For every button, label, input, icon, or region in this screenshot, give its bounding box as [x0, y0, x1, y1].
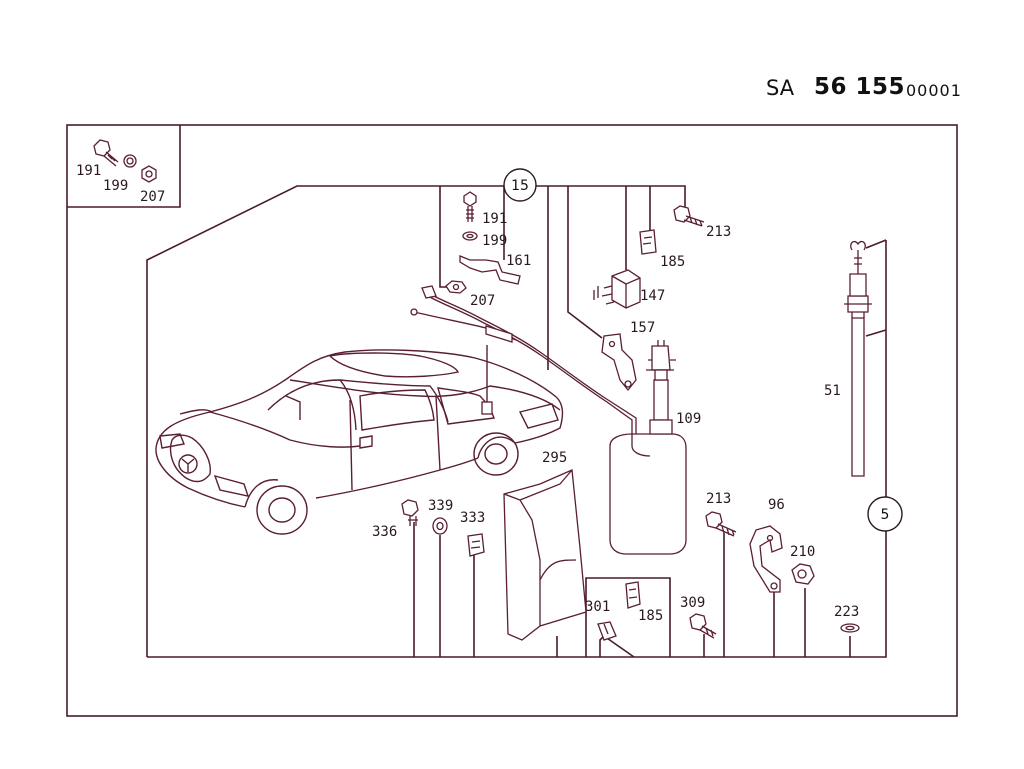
cover-295	[503, 469, 587, 641]
inset-bolt-set	[93, 139, 157, 183]
clip-185-bottom	[625, 581, 641, 609]
leader-157	[567, 186, 603, 339]
assembly-outline	[146, 185, 686, 657]
label-191-inset: 191	[76, 163, 101, 179]
label-210: 210	[790, 544, 815, 560]
bracket-96	[749, 525, 783, 593]
callout-15-circle	[503, 168, 537, 202]
label-339: 339	[428, 498, 453, 514]
callout-15-text: 15	[511, 178, 529, 194]
drawing-sequence-number: 00001	[906, 81, 962, 100]
label-96: 96	[768, 497, 785, 513]
label-157: 157	[630, 320, 655, 336]
label-295: 295	[542, 450, 567, 466]
label-301: 301	[585, 599, 610, 615]
label-309: 309	[680, 595, 705, 611]
bolt-213-bottom	[705, 511, 737, 537]
clip-333	[467, 533, 485, 557]
label-223: 223	[834, 604, 859, 620]
car-illustration	[155, 345, 564, 535]
antenna-cable	[410, 285, 637, 436]
label-161: 161	[506, 253, 531, 269]
inset-box	[67, 125, 181, 208]
label-213-bottom: 213	[706, 491, 731, 507]
clip-185-top	[639, 229, 657, 255]
outer-frame	[66, 124, 958, 717]
label-333: 333	[460, 510, 485, 526]
label-336: 336	[372, 524, 397, 540]
washer-223	[840, 623, 860, 633]
bolt-336	[401, 499, 419, 526]
antenna-motor-109	[609, 340, 687, 555]
callout-5-text: 5	[881, 507, 890, 523]
label-191: 191	[482, 211, 507, 227]
bolt-309	[689, 613, 717, 639]
label-185-top: 185	[660, 254, 685, 270]
label-207-inset: 207	[140, 189, 165, 205]
label-199: 199	[482, 233, 507, 249]
assembly-bottom-line	[147, 530, 887, 658]
drawing-part-number: 56 155	[814, 74, 906, 100]
bracket-157	[601, 333, 637, 392]
drawing-header: SA 56 155 00001	[0, 74, 962, 104]
assembly-right-notch	[865, 239, 887, 337]
label-213-top: 213	[706, 224, 731, 240]
antenna-mast-51	[844, 240, 872, 477]
leader-185-bottom	[585, 577, 671, 657]
label-207: 207	[470, 293, 495, 309]
callout-5-circle	[867, 496, 903, 532]
grommet-339	[432, 517, 448, 535]
leader-191-199-207	[439, 186, 452, 288]
label-51: 51	[824, 383, 841, 399]
drawing-prefix: SA	[766, 76, 795, 100]
relay-147	[593, 269, 641, 309]
label-147: 147	[640, 288, 665, 304]
bolt-213-top	[673, 205, 705, 227]
label-199-inset: 199	[103, 178, 128, 194]
label-185-bottom: 185	[638, 608, 663, 624]
mounting-hardware-upper	[445, 191, 521, 294]
connector-301	[597, 621, 617, 641]
nut-210	[791, 563, 815, 585]
label-109: 109	[676, 411, 701, 427]
